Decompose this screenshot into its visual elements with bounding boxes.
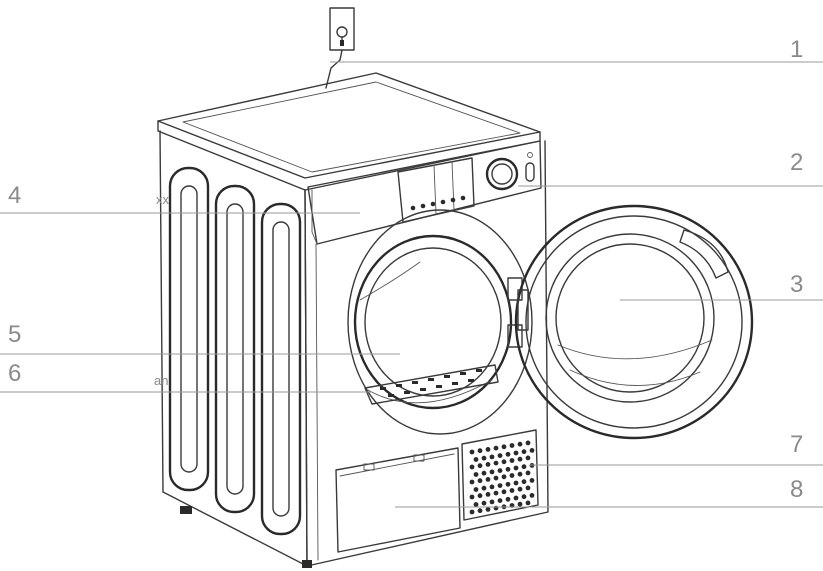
grille-hole <box>497 453 503 458</box>
grille-hole <box>493 505 499 511</box>
lint-filter <box>364 364 499 405</box>
grille-hole <box>517 456 523 462</box>
program-knob <box>485 157 519 191</box>
control-panel <box>307 140 542 245</box>
callout-5: 5 <box>8 321 21 348</box>
grille-hole <box>501 489 507 495</box>
callout-4: 4 <box>8 182 21 209</box>
grille-hole <box>493 460 499 466</box>
grille-hole <box>517 441 523 447</box>
grille-hole <box>517 501 523 507</box>
grille-hole <box>477 448 483 454</box>
power-socket-icon <box>329 7 355 51</box>
grille-hole <box>501 474 507 480</box>
grille-hole <box>509 443 515 448</box>
grille-hole <box>505 451 511 457</box>
grille-hole <box>481 455 487 461</box>
grille-hole <box>477 493 483 499</box>
grille-hole <box>481 470 487 476</box>
grille-hole <box>489 469 495 475</box>
grille-hole <box>469 464 475 470</box>
stray-text-top: xx <box>156 192 170 207</box>
grille-hole <box>473 487 479 492</box>
grille-hole <box>493 445 499 451</box>
grille-hole <box>513 450 519 456</box>
stray-text-bottom: an <box>154 373 168 388</box>
grille-hole <box>493 475 499 481</box>
grille-hole <box>489 499 495 505</box>
callout-3: 3 <box>790 271 803 298</box>
callout-7: 7 <box>790 431 803 458</box>
grille-hole <box>513 465 519 471</box>
callout-2: 2 <box>790 149 803 176</box>
callout-8: 8 <box>790 476 803 503</box>
grille-hole <box>477 508 483 514</box>
callout-numbers: 1 2 3 4 5 6 7 8 <box>8 36 803 503</box>
grille-hole <box>485 507 491 512</box>
grille-hole <box>521 464 527 470</box>
grille-hole <box>497 468 503 473</box>
grille-hole <box>525 485 531 491</box>
grille-hole <box>485 447 491 452</box>
vent-grille <box>461 429 539 521</box>
grille-hole <box>525 440 531 446</box>
grille-hole <box>529 448 535 453</box>
grille-hole <box>473 472 479 477</box>
grille-hole <box>525 470 531 476</box>
grille-hole <box>469 479 475 485</box>
callout-6: 6 <box>8 360 21 387</box>
grille-hole <box>493 490 499 496</box>
grille-hole <box>521 494 527 500</box>
door <box>514 204 754 440</box>
grille-hole <box>477 478 483 484</box>
grille-hole <box>509 458 515 463</box>
grille-hole <box>505 481 511 487</box>
dryer-side-panel <box>159 130 308 567</box>
grille-hole <box>525 455 531 461</box>
grille-hole <box>509 488 515 493</box>
grille-hole <box>521 479 527 485</box>
power-cord <box>325 49 343 89</box>
grille-hole <box>525 500 531 506</box>
grille-hole <box>485 477 491 482</box>
grille-hole <box>497 483 503 488</box>
grille-hole <box>497 498 503 503</box>
grille-hole <box>481 500 487 506</box>
grille-hole <box>473 502 479 507</box>
grille-hole <box>473 457 479 462</box>
grille-hole <box>529 478 535 483</box>
grille-hole <box>489 454 495 460</box>
grille-hole <box>517 471 523 477</box>
power-button <box>525 152 535 182</box>
control-buttons <box>410 195 466 211</box>
grille-hole <box>489 484 495 490</box>
dryer-top <box>157 72 541 191</box>
grille-hole <box>509 473 515 478</box>
grille-hole <box>469 449 475 455</box>
grille-hole <box>469 494 475 500</box>
grille-hole <box>505 496 511 502</box>
grille-hole <box>521 449 527 455</box>
grille-hole <box>501 459 507 465</box>
grille-hole <box>513 480 519 486</box>
grille-hole <box>469 509 475 515</box>
condenser-cover <box>335 447 461 553</box>
grille-hole <box>477 463 483 469</box>
grille-hole <box>481 485 487 491</box>
callout-1: 1 <box>790 36 803 63</box>
grille-hole <box>485 462 491 467</box>
grille-hole <box>517 486 523 492</box>
grille-hole <box>505 466 511 472</box>
drum <box>347 209 533 435</box>
grille-hole <box>501 444 507 450</box>
leader-lines <box>0 61 823 508</box>
grille-hole <box>485 492 491 497</box>
grille-hole <box>513 495 519 501</box>
grille-hole <box>529 493 535 498</box>
